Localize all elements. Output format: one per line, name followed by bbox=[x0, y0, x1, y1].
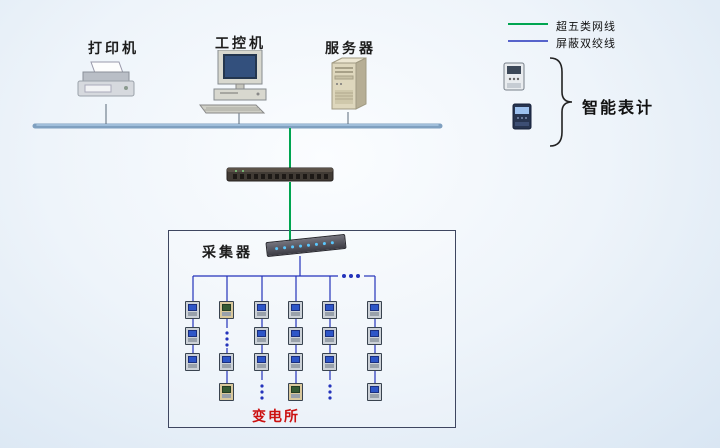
brace-icon bbox=[549, 57, 573, 147]
bus-line bbox=[32, 123, 443, 129]
smart-meter-icon-light bbox=[503, 62, 525, 97]
meter-icon bbox=[219, 353, 234, 371]
meter-icon bbox=[185, 353, 200, 371]
meter-icon bbox=[367, 383, 382, 401]
substation-label: 变电所 bbox=[252, 410, 300, 425]
device-drop-lines bbox=[105, 104, 349, 124]
meter-icon bbox=[254, 327, 269, 345]
meter-icon bbox=[219, 383, 234, 401]
legend-stp-label: 屏蔽双绞线 bbox=[556, 38, 616, 50]
printer-label: 打印机 bbox=[88, 42, 139, 57]
server-label: 服务器 bbox=[325, 42, 376, 57]
collector-label: 采集器 bbox=[202, 246, 253, 261]
smart-meter-label: 智能表计 bbox=[582, 100, 655, 117]
switch-icon bbox=[226, 162, 334, 191]
industrial-computer-icon bbox=[198, 49, 278, 119]
continuation-dots bbox=[225, 274, 360, 400]
stp-lines bbox=[192, 256, 376, 392]
printer-icon bbox=[75, 60, 137, 111]
meter-icon bbox=[322, 301, 337, 319]
industrial-computer-label: 工控机 bbox=[215, 37, 266, 52]
meter-icon bbox=[288, 353, 303, 371]
meter-icon bbox=[254, 353, 269, 371]
meter-icon bbox=[288, 301, 303, 319]
legend-cat5-label: 超五类网线 bbox=[556, 21, 616, 33]
meter-icon bbox=[367, 301, 382, 319]
meter-icon bbox=[254, 301, 269, 319]
substation-box bbox=[168, 230, 456, 428]
meter-icon bbox=[288, 383, 303, 401]
server-icon bbox=[322, 54, 374, 119]
smart-meter-icon-dark bbox=[512, 103, 532, 135]
meter-icon bbox=[288, 327, 303, 345]
meter-icon bbox=[322, 327, 337, 345]
meter-icon bbox=[185, 301, 200, 319]
cat5-lines bbox=[289, 23, 548, 242]
meter-icon bbox=[322, 353, 337, 371]
meter-icon bbox=[219, 301, 234, 319]
meter-icon bbox=[185, 327, 200, 345]
meter-icon bbox=[367, 327, 382, 345]
meter-icon bbox=[367, 353, 382, 371]
